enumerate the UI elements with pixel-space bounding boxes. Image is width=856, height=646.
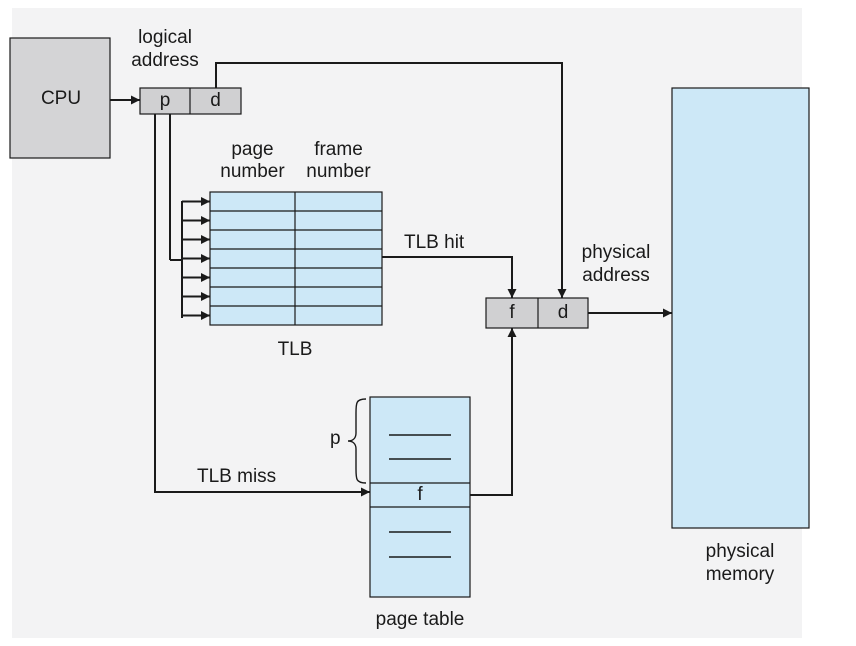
page-index-brace [347,398,367,484]
page-number-search-lines [169,114,210,320]
page-table-caption: page table [375,609,465,630]
physical-address-label-line1: physical [581,242,651,263]
tlb-frame-number-header-line2: number [306,161,371,182]
physical-memory-box [671,87,810,529]
tlb-caption: TLB [277,339,313,360]
tlb-page-number-header-line1: page [231,139,274,160]
logical-address-label-line2: address [131,50,199,71]
physical-memory-label-line2: memory [705,564,775,585]
logical-page-field: p [159,90,171,111]
physical-address-register [485,297,589,329]
tlb-frame-number-header-line1: frame [314,139,363,160]
physical-memory-label-line1: physical [705,541,775,562]
physical-offset-field: d [557,302,569,323]
cpu-label: CPU [40,88,82,109]
tlb-table [209,191,383,326]
logical-offset-field: d [210,90,221,111]
offset-d-arrow [215,62,567,298]
tlb-miss-label: TLB miss [197,466,277,487]
page-index-label: p [330,428,341,449]
logical-address-label-line1: logical [138,27,192,48]
cpu-box [9,37,111,159]
page-table-frame-entry: f [417,484,423,505]
tlb-hit-label: TLB hit [404,232,465,253]
physical-address-label-line2: address [582,265,650,286]
page-table [369,396,471,598]
tlb-page-number-header-line2: number [220,161,285,182]
physical-frame-field: f [509,302,515,323]
page-table-frame-arrow [470,328,517,496]
tlb-miss-arrow [154,114,370,497]
tlb-hit-arrow [382,256,517,298]
